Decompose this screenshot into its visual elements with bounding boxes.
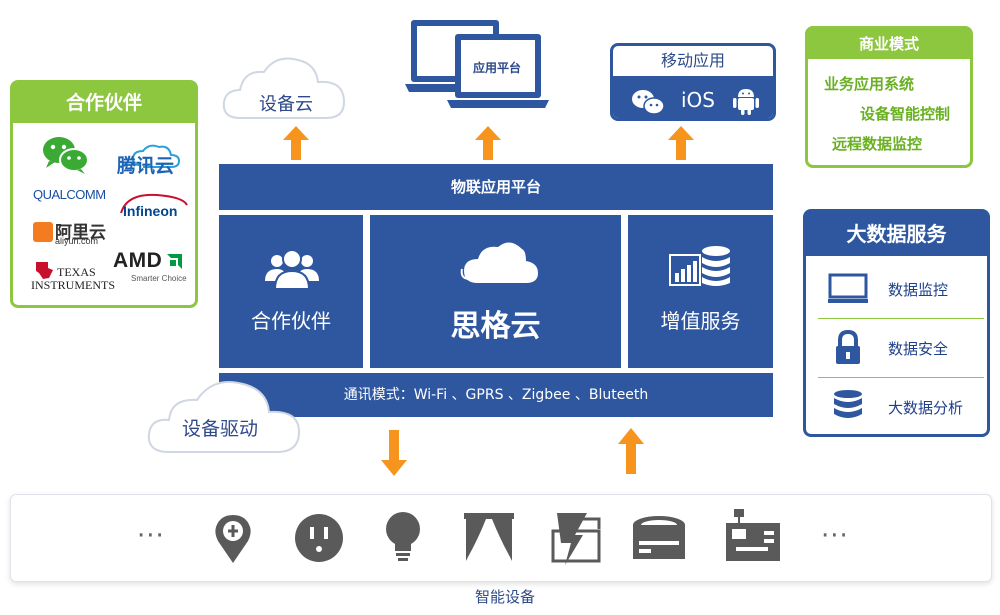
amd-arrow-icon xyxy=(167,254,182,269)
cloud-icon xyxy=(460,242,538,283)
ios-label: iOS xyxy=(681,88,715,112)
comm-mode-label: 通讯模式：Wi-Fi 、GPRS 、Zigbee 、Bluteeth xyxy=(343,387,649,403)
aliyun-logo: 阿里云 xyxy=(55,223,106,242)
curtain-icon xyxy=(464,513,514,561)
business-item: 设备智能控制 xyxy=(860,105,951,123)
device-cloud-label: 设备云 xyxy=(259,94,313,115)
app-platform-devices xyxy=(405,20,549,108)
android-icon xyxy=(733,89,759,115)
big-data-title: 大数据服务 xyxy=(806,212,987,256)
big-data-item: 大数据分析 xyxy=(818,378,984,436)
wechat-icon xyxy=(632,90,665,115)
arrow-up-icon xyxy=(283,126,309,160)
ellipsis-left: ··· xyxy=(137,521,165,551)
big-data-panel: 大数据服务 数据监控 数据安全 大数据分析 xyxy=(803,209,990,437)
business-item: 远程数据监控 xyxy=(832,135,923,153)
iot-platform-bar: 物联应用平台 xyxy=(219,164,773,210)
business-panel: 商业模式 业务应用系统 设备智能控制 远程数据监控 xyxy=(805,26,973,168)
partners-block-label: 合作伙伴 xyxy=(251,309,331,333)
chart-database-icon xyxy=(669,246,730,286)
users-icon xyxy=(265,249,319,290)
partners-title: 合作伙伴 xyxy=(13,83,195,123)
ellipsis-right: ··· xyxy=(821,521,849,551)
aliyun-icon xyxy=(33,222,53,242)
smart-devices-caption: 智能设备 xyxy=(474,588,535,606)
mobile-app-title: 移动应用 xyxy=(660,51,725,70)
big-data-item: 数据监控 xyxy=(818,260,984,319)
amd-logo: AMD xyxy=(113,249,163,272)
socket-icon xyxy=(295,514,343,562)
mobile-app-box: 移动应用 iOS xyxy=(610,43,776,121)
aliyun-domain: aliyun.com xyxy=(55,236,99,246)
big-data-item: 数据安全 xyxy=(818,319,984,378)
amd-tagline: Smarter Choice xyxy=(131,274,187,283)
tencent-cloud-logo: 腾讯云 xyxy=(117,156,175,177)
appliance-panel-icon xyxy=(726,509,780,561)
partners-panel: 合作伙伴 腾讯云 QUALCOMM Infineon 阿里云 aliyun.co… xyxy=(10,80,198,308)
partners-block: 合作伙伴 xyxy=(219,215,363,368)
arrow-up-icon xyxy=(668,126,694,160)
infineon-swoosh-icon xyxy=(120,193,188,214)
value-added-label: 增值服务 xyxy=(660,309,741,333)
comm-mode-bar: 通讯模式：Wi-Fi 、GPRS 、Zigbee 、Bluteeth xyxy=(219,373,773,417)
ti-logo-line1: TEXAS xyxy=(57,265,96,279)
arrow-up-icon xyxy=(475,126,501,160)
wechat-logo xyxy=(43,137,89,174)
smart-devices-bar: ··· xyxy=(10,494,992,582)
cooker-icon xyxy=(633,516,685,559)
charging-pin-icon xyxy=(215,515,251,563)
arrow-up-icon xyxy=(618,428,644,474)
texas-instruments-icon xyxy=(36,262,53,279)
iot-platform-label: 物联应用平台 xyxy=(450,178,541,196)
sige-cloud-block: 思格云 xyxy=(370,215,621,368)
business-item: 业务应用系统 xyxy=(824,75,915,93)
lock-icon xyxy=(836,330,860,364)
device-driver-cloud-shape xyxy=(147,381,301,453)
database-icon xyxy=(834,390,862,418)
device-cloud-shape xyxy=(222,57,346,119)
power-meter-icon xyxy=(551,513,601,565)
qualcomm-logo: QUALCOMM xyxy=(33,187,106,202)
ti-logo-line2: INSTRUMENTS xyxy=(31,278,116,292)
monitor-icon xyxy=(828,273,868,303)
lightbulb-icon xyxy=(386,512,420,561)
tencent-cloud-icon xyxy=(131,144,181,168)
arrow-down-icon xyxy=(381,430,407,476)
business-title: 商业模式 xyxy=(808,29,970,59)
infineon-logo: Infineon xyxy=(123,203,178,219)
app-platform-label: 应用平台 xyxy=(472,61,521,75)
device-driver-label: 设备驱动 xyxy=(181,418,258,440)
value-added-block: 增值服务 xyxy=(628,215,773,368)
sige-cloud-label: 思格云 xyxy=(450,309,541,344)
